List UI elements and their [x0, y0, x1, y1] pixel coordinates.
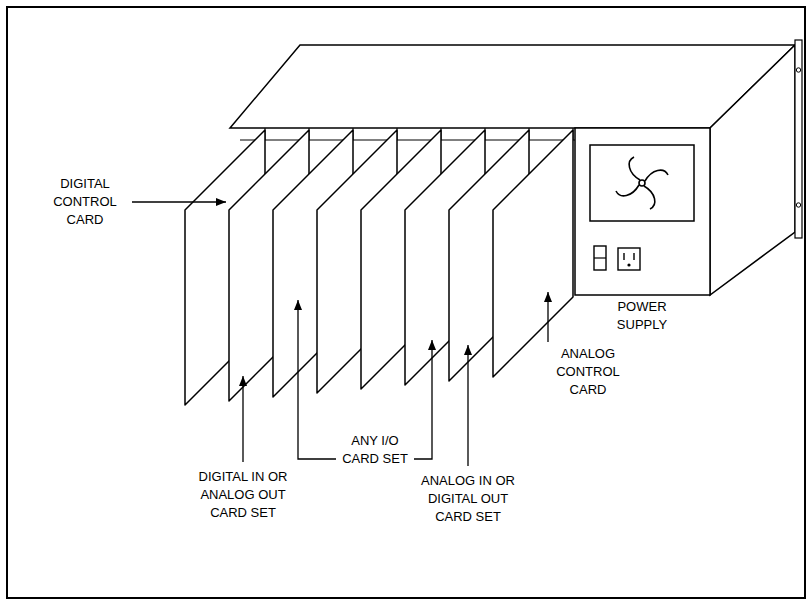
power-switch	[594, 246, 606, 270]
leader-arrow	[467, 345, 468, 466]
fan-symbol	[616, 157, 668, 209]
fan-hub	[639, 180, 645, 186]
fan-blade	[644, 186, 655, 209]
circuit-card	[493, 130, 573, 377]
outlet-slot	[623, 253, 624, 260]
power-outlet	[618, 248, 640, 270]
fan-grille	[590, 145, 694, 221]
part-label: ANALOG CONTROL CARD	[548, 345, 628, 399]
leader-arrow	[132, 201, 226, 202]
part-label: DIGITAL CONTROL CARD	[45, 175, 125, 229]
fan-blade	[645, 170, 668, 181]
rack-ear	[795, 40, 802, 238]
rack-hole	[796, 203, 800, 207]
part-label: DIGITAL IN OR ANALOG OUT CARD SET	[187, 468, 299, 522]
fan-blade	[616, 185, 639, 196]
chassis-side	[710, 45, 795, 295]
fan-blade	[629, 157, 640, 180]
rack-hole	[796, 68, 800, 72]
bracket-arrow	[414, 340, 432, 459]
leader-arrow	[242, 376, 243, 462]
chassis-top	[230, 45, 795, 128]
outlet-slot	[633, 253, 634, 260]
outlet-ground	[627, 263, 630, 266]
frame-border	[7, 7, 805, 598]
leader-arrow	[547, 292, 548, 342]
bracket-arrow	[298, 300, 336, 459]
part-label: POWER SUPPLY	[597, 298, 687, 334]
power-supply-panel	[575, 128, 710, 295]
part-label: ANY I/O CARD SET	[339, 432, 411, 468]
switch-rocker	[594, 257, 606, 258]
part-label: ANALOG IN OR DIGITAL OUT CARD SET	[412, 472, 524, 526]
